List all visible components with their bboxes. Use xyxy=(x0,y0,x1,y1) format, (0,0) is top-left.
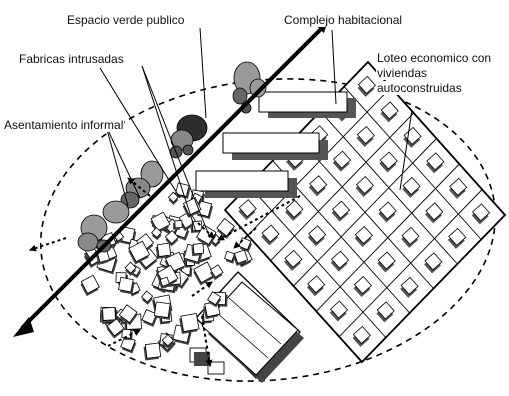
espacio-verde-trees xyxy=(77,61,267,253)
dotted-arrow xyxy=(233,227,257,249)
house xyxy=(447,227,467,249)
tree xyxy=(232,87,248,105)
informal-house xyxy=(143,342,162,361)
informal-house xyxy=(179,312,200,334)
house xyxy=(380,101,399,123)
house xyxy=(284,249,303,271)
fabricas-block xyxy=(189,271,304,383)
informal-house xyxy=(191,242,205,257)
informal-house xyxy=(164,230,179,247)
informal-house xyxy=(118,304,138,326)
house xyxy=(357,75,376,97)
house xyxy=(471,203,491,225)
tree xyxy=(249,78,267,98)
house xyxy=(379,151,398,173)
dotted-arrow xyxy=(29,237,67,252)
informal-house xyxy=(209,264,224,281)
informal-house xyxy=(141,290,154,305)
tree xyxy=(182,144,194,156)
label-loteo-line2: viviendas xyxy=(376,66,429,80)
informal-house xyxy=(128,240,151,265)
house xyxy=(352,325,371,347)
house xyxy=(308,175,328,197)
house xyxy=(329,300,349,322)
house xyxy=(402,176,421,198)
house xyxy=(356,125,375,147)
informal-house xyxy=(233,249,249,266)
leader-lines xyxy=(99,27,413,239)
informal-house xyxy=(224,250,236,264)
informal-house xyxy=(207,291,222,308)
label-espacio-verde: Espacio verde publico xyxy=(66,13,186,27)
complejo-habitacional-buildings xyxy=(195,91,356,198)
house xyxy=(401,226,420,248)
dotted-arrow xyxy=(197,222,215,239)
informal-house xyxy=(106,318,125,339)
house xyxy=(261,224,280,246)
dotted-arrow xyxy=(127,177,151,197)
informal-house xyxy=(238,237,252,253)
label-asentamiento-informal: Asentamiento informal xyxy=(3,118,125,132)
informal-house xyxy=(155,242,172,259)
informal-house xyxy=(153,301,172,320)
informal-house xyxy=(172,220,183,230)
dotted-arrow xyxy=(191,281,213,297)
dotted-arrow xyxy=(201,315,213,367)
house xyxy=(355,176,374,198)
informal-house xyxy=(80,274,100,297)
house xyxy=(332,150,352,172)
informal-house xyxy=(167,191,179,205)
house xyxy=(376,301,395,323)
informal-house xyxy=(158,276,170,289)
house xyxy=(400,276,419,298)
main-axis-arrow xyxy=(20,22,328,330)
house xyxy=(378,201,397,223)
house xyxy=(354,226,373,248)
informal-house xyxy=(193,261,216,286)
informal-house xyxy=(100,307,116,323)
informal-house xyxy=(151,226,163,241)
house xyxy=(285,199,304,221)
label-loteo-line3: autoconstruidas xyxy=(376,81,463,95)
house xyxy=(331,200,351,222)
dotted-arrows xyxy=(29,177,301,367)
house xyxy=(238,199,257,221)
asentamiento-informal-cluster xyxy=(80,182,253,361)
label-complejo-habitacional: Complejo habitacional xyxy=(283,13,404,27)
tree xyxy=(77,232,99,252)
house xyxy=(426,152,445,174)
house xyxy=(330,250,350,272)
informal-house xyxy=(95,249,110,265)
house xyxy=(425,202,444,224)
house xyxy=(448,177,468,199)
tree xyxy=(102,200,130,224)
house xyxy=(307,225,327,247)
house xyxy=(306,275,326,297)
house xyxy=(353,275,372,297)
informal-house xyxy=(118,276,135,295)
house xyxy=(377,251,396,273)
label-fabricas-intrusadas: Fabricas intrusadas xyxy=(18,52,125,66)
house xyxy=(424,252,443,274)
label-loteo-line1: Loteo economico con xyxy=(376,51,493,65)
